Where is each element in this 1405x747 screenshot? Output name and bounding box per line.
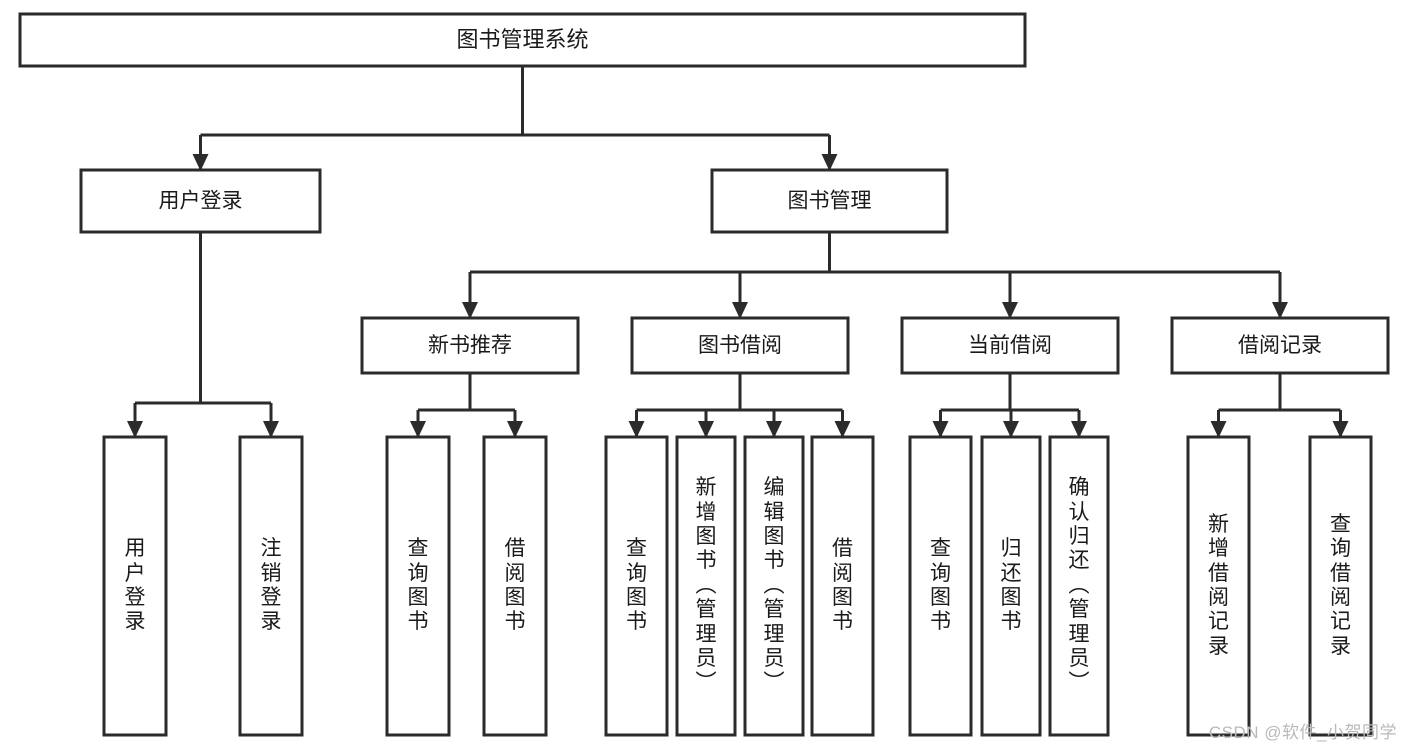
node-box-leaf-add-borrow-record[interactable] — [1186, 435, 1251, 737]
arrow-head-icon — [732, 302, 748, 319]
arrow-head-icon — [1272, 302, 1288, 319]
node-box-leaf-query-book-borrow[interactable] — [604, 435, 669, 737]
node-label-new-book-recommend: 新书推荐 — [428, 334, 512, 357]
node-box-leaf-query-book-current[interactable] — [908, 435, 973, 737]
node-label-user-login: 用户登录 — [159, 190, 243, 213]
arrow-head-icon — [1003, 421, 1019, 438]
arrow-head-icon — [1071, 421, 1087, 438]
node-box-leaf-query-book-rec[interactable] — [385, 435, 451, 737]
arrow-head-icon — [1002, 302, 1018, 319]
node-box-leaf-edit-book-admin[interactable] — [743, 435, 805, 737]
node-box-book-borrow[interactable] — [630, 316, 850, 375]
node-box-leaf-query-borrow-record[interactable] — [1308, 435, 1373, 737]
node-box-current-borrow[interactable] — [900, 316, 1120, 375]
arrow-head-icon — [410, 421, 426, 438]
arrow-head-icon — [263, 421, 279, 438]
arrow-head-icon — [192, 154, 209, 171]
node-box-borrow-record[interactable] — [1170, 316, 1390, 375]
arrow-head-icon — [766, 421, 782, 438]
node-box-root[interactable] — [18, 12, 1027, 68]
node-box-leaf-return-book[interactable] — [980, 435, 1042, 737]
arrow-head-icon — [1332, 421, 1349, 438]
node-label-root: 图书管理系统 — [456, 27, 588, 52]
node-label-current-borrow: 当前借阅 — [968, 334, 1052, 357]
node-box-leaf-user-login[interactable] — [102, 435, 168, 737]
node-box-leaf-add-book-admin[interactable] — [675, 435, 737, 737]
node-label-borrow-record: 借阅记录 — [1238, 334, 1322, 357]
connector-layer — [127, 66, 1349, 438]
arrow-head-icon — [821, 154, 838, 171]
arrow-head-icon — [932, 421, 949, 438]
arrow-head-icon — [127, 421, 143, 438]
arrow-head-icon — [1210, 421, 1227, 438]
node-box-user-login[interactable] — [79, 168, 322, 234]
node-label-book-manage: 图书管理 — [788, 190, 872, 213]
node-box-leaf-logout[interactable] — [238, 435, 304, 737]
node-box-leaf-borrow-book[interactable] — [810, 435, 875, 737]
node-box-leaf-borrow-book-rec[interactable] — [482, 435, 548, 737]
node-box-leaf-confirm-return-admin[interactable] — [1048, 435, 1110, 737]
node-box-layer — [18, 12, 1390, 737]
watermark-text: CSDN @软件_小贺同学 — [1208, 723, 1397, 742]
arrow-head-icon — [462, 302, 478, 319]
node-box-new-book-recommend[interactable] — [360, 316, 580, 375]
arrow-head-icon — [834, 421, 851, 438]
node-label-book-borrow: 图书借阅 — [698, 334, 782, 357]
arrow-head-icon — [507, 421, 523, 438]
arrow-head-icon — [698, 421, 714, 438]
arrow-head-icon — [628, 421, 645, 438]
node-box-book-manage[interactable] — [710, 168, 949, 234]
